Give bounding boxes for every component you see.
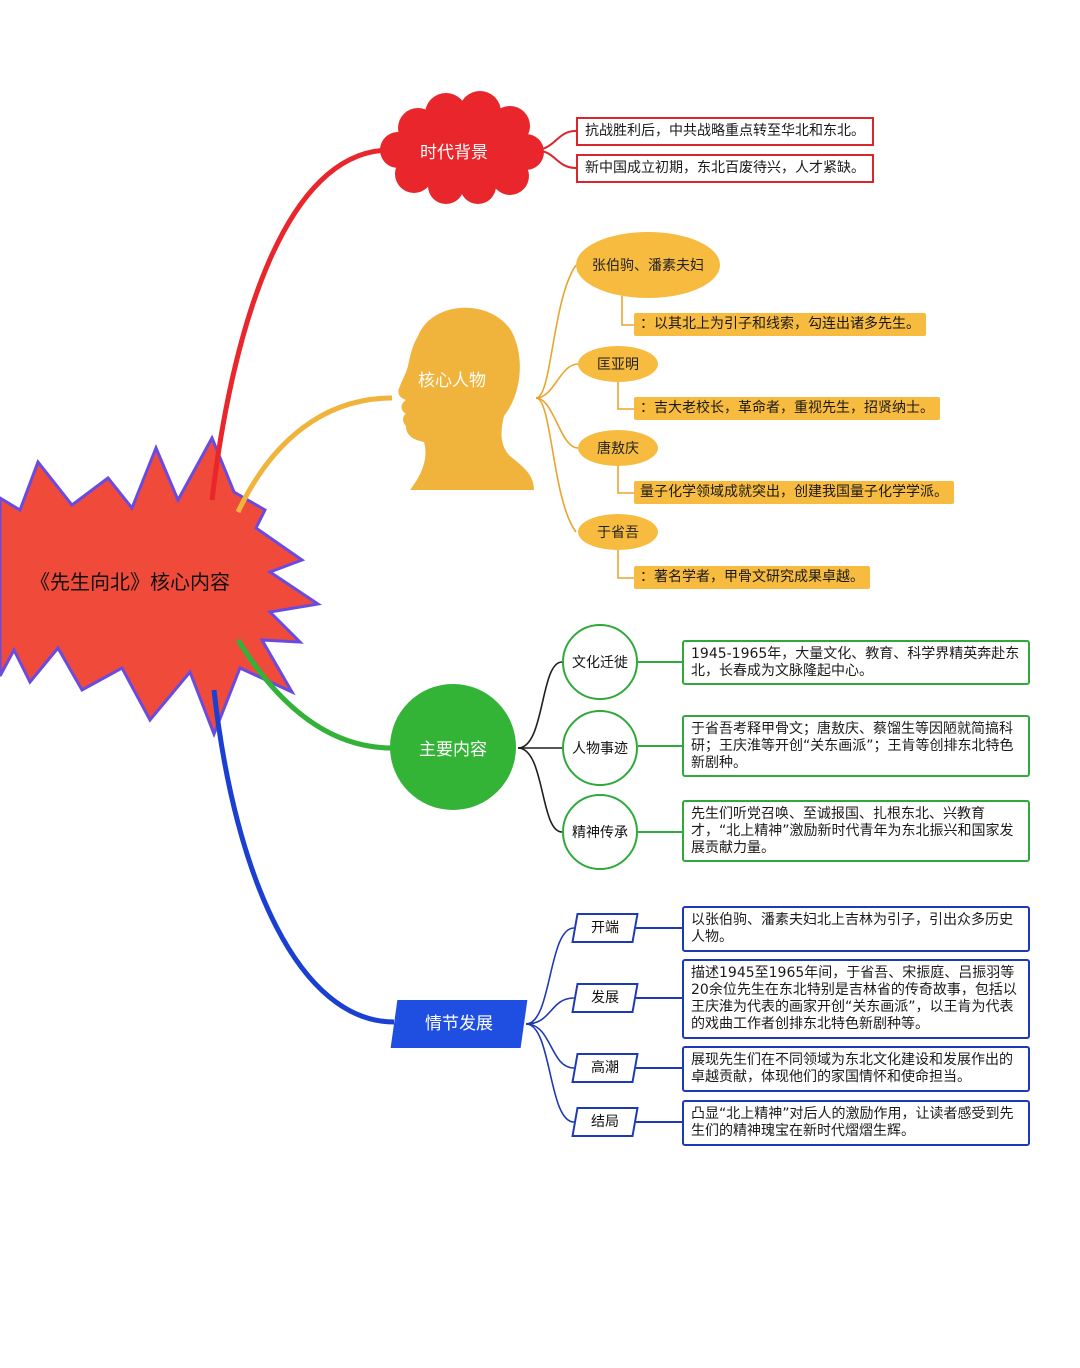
link-content-1 [517,661,563,749]
link-content [235,638,393,751]
link-people-2 [535,363,579,399]
content-desc-1: 1945-1965年，大量文化、教育、科学界精英奔赴东北，长春成为文脉隆起中心。 [682,640,1030,685]
content-desc-3: 先生们听党召唤、至诚报国、扎根东北、兴教育才，“北上精神”激励新时代青年为东北振… [682,800,1030,862]
person-name-3: 唐敖庆 [578,430,658,466]
content-name-2: 人物事迹 [562,710,638,786]
plot-stage-3: 高潮 [591,1060,619,1076]
plot-stage-1: 开端 [591,920,619,936]
plot-desc-1: 以张伯驹、潘素夫妇北上吉林为引子，引出众多历史人物。 [682,906,1030,952]
link-people-desc-2 [617,382,634,410]
content-name-3: 精神传承 [562,794,638,870]
plot-stage-2: 发展 [591,990,619,1006]
person-desc-2: ：吉大老校长，革命者，重视先生，招贤纳士。 [634,397,940,420]
link-plot-3 [525,1023,575,1069]
link-plot [211,689,395,1025]
person-desc-4: ：著名学者，甲骨文研究成果卓越。 [634,566,870,589]
link-people [235,395,393,514]
person-desc-3: 量子化学领域成就突出，创建我国量子化学学派。 [634,481,954,504]
link-plot-4 [525,1023,575,1123]
link-people-desc-4 [617,550,634,579]
link-people-3 [535,397,579,449]
link-people-desc-1 [621,296,634,326]
link-people-trunk [535,264,577,399]
plot-title: 情节发展 [425,1014,493,1034]
people-title: 核心人物 [418,371,486,391]
content-title: 主要内容 [390,684,516,810]
link-plot-1 [525,927,575,1025]
plot-stage-4: 结局 [591,1114,619,1130]
person-name-4: 于省吾 [578,514,658,550]
background-item-1: 抗战胜利后，中共战略重点转至华北和东北。 [576,117,874,146]
plot-desc-4: 凸显“北上精神”对后人的激励作用，让读者感受到先生们的精神瑰宝在新时代熠熠生辉。 [682,1100,1030,1146]
link-background [209,147,391,501]
head-silhouette [398,307,534,490]
plot-desc-2: 描述1945至1965年间，于省吾、宋振庭、吕振羽等20余位先生在东北特别是吉林… [682,959,1030,1039]
link-content-3 [517,747,563,833]
content-desc-2: 于省吾考释甲骨文；唐敖庆、蔡馏生等因陋就简搞科研；王庆淮等开创“关东画派”；王肯… [682,715,1030,777]
link-people-desc-3 [617,466,634,494]
person-desc-1: ：以其北上为引子和线索，勾连出诸多先生。 [634,313,926,336]
link-plot-2 [525,997,575,1025]
background-item-2: 新中国成立初期，东北百废待兴，人才紧缺。 [576,154,874,183]
person-name-1: 张伯驹、潘素夫妇 [576,232,720,298]
background-title: 时代背景 [420,143,488,163]
central-topic: 《先生向北》核心内容 [30,570,230,594]
content-name-1: 文化迁徙 [562,624,638,700]
person-name-2: 匡亚明 [578,346,658,382]
link-people-4 [535,397,577,533]
plot-desc-3: 展现先生们在不同领域为东北文化建设和发展作出的卓越贡献，体现他们的家国情怀和使命… [682,1046,1030,1092]
cloud-shape [380,91,544,204]
